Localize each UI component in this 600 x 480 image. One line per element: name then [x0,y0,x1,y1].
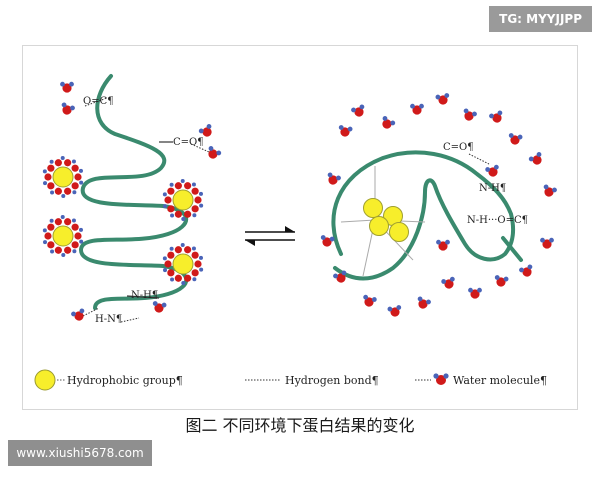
water-molecule-icon [494,275,509,287]
water-molecule-icon [363,294,377,307]
label-o-c-top: O=C¶ [83,96,114,107]
water-molecule-icon [417,296,431,309]
legend: Hydrophobic group¶ Hydrogen bond¶ Water … [34,369,547,391]
water-molecule-icon [152,301,167,313]
label-n-h-bottom: N-H¶ [131,290,158,301]
water-molecule-icon [338,125,353,137]
water-molecule-icon [485,164,499,177]
hydrophobic-group-icon [162,179,204,221]
water-molecule-icon [61,102,75,115]
protein-diagram: O=C¶ C=O¶ N-H¶ H-N¶ C=O¶ N-H¶ N-H···O=C¶ [34,74,557,391]
legend-hbond-label: Hydrogen bond¶ [285,374,379,387]
water-molecule-icon [435,93,450,105]
water-molecule-icon [463,108,477,121]
hydrophobic-cluster-icon [363,198,409,242]
water-molecule-icon [519,264,533,277]
water-molecule-icon [528,152,542,165]
legend-water-label: Water molecule¶ [453,374,547,387]
water-molecule-icon [410,103,424,115]
label-n-h-o-c-right-structure: N-H···O=C¶ [467,215,528,226]
label-h-n-bottom: H-N¶ [95,314,122,325]
water-molecule-icon [387,305,402,317]
water-molecule-icon [468,287,482,299]
water-molecule-icon [489,110,503,123]
legend-hydrophobic-icon [34,369,56,391]
legend-hydrophobic-label: Hydrophobic group¶ [67,374,183,387]
water-molecule-icon [333,270,347,283]
watermark-tag: TG: MYYJJPP [489,6,592,32]
hydrophobic-group-icon [162,243,204,285]
water-molecule-icon [208,146,222,159]
water-molecule-icon [543,184,557,197]
label-c-o-right: C=O¶ [173,137,204,148]
label-c-o-right-structure: C=O¶ [443,142,474,153]
water-molecule-icon [327,172,341,185]
water-molecule-icon [60,81,74,93]
label-n-h-right-structure: N-H¶ [479,183,506,194]
right-protein-chain [331,150,515,281]
equilibrium-arrows-icon [245,226,295,246]
water-molecule-icon [320,235,335,247]
water-molecule-icon [441,276,455,289]
figure-caption: 图二 不同环境下蛋白结果的变化 [185,416,415,435]
water-molecule-icon [508,133,523,145]
diagram-frame: O=C¶ C=O¶ N-H¶ H-N¶ C=O¶ N-H¶ N-H···O=C¶ [22,45,578,410]
hydrophobic-group-icon [42,215,84,257]
water-molecule-icon [540,237,554,249]
water-molecule-icon [436,239,450,251]
water-molecule-icon [382,116,396,129]
water-molecule-icon [351,104,365,117]
hydrophobic-group-icon [42,156,84,198]
legend-water-icon [433,373,449,385]
watermark-site: www.xiushi5678.com [8,440,152,466]
water-molecule-icon [198,124,212,137]
water-molecule-icon [71,308,85,321]
